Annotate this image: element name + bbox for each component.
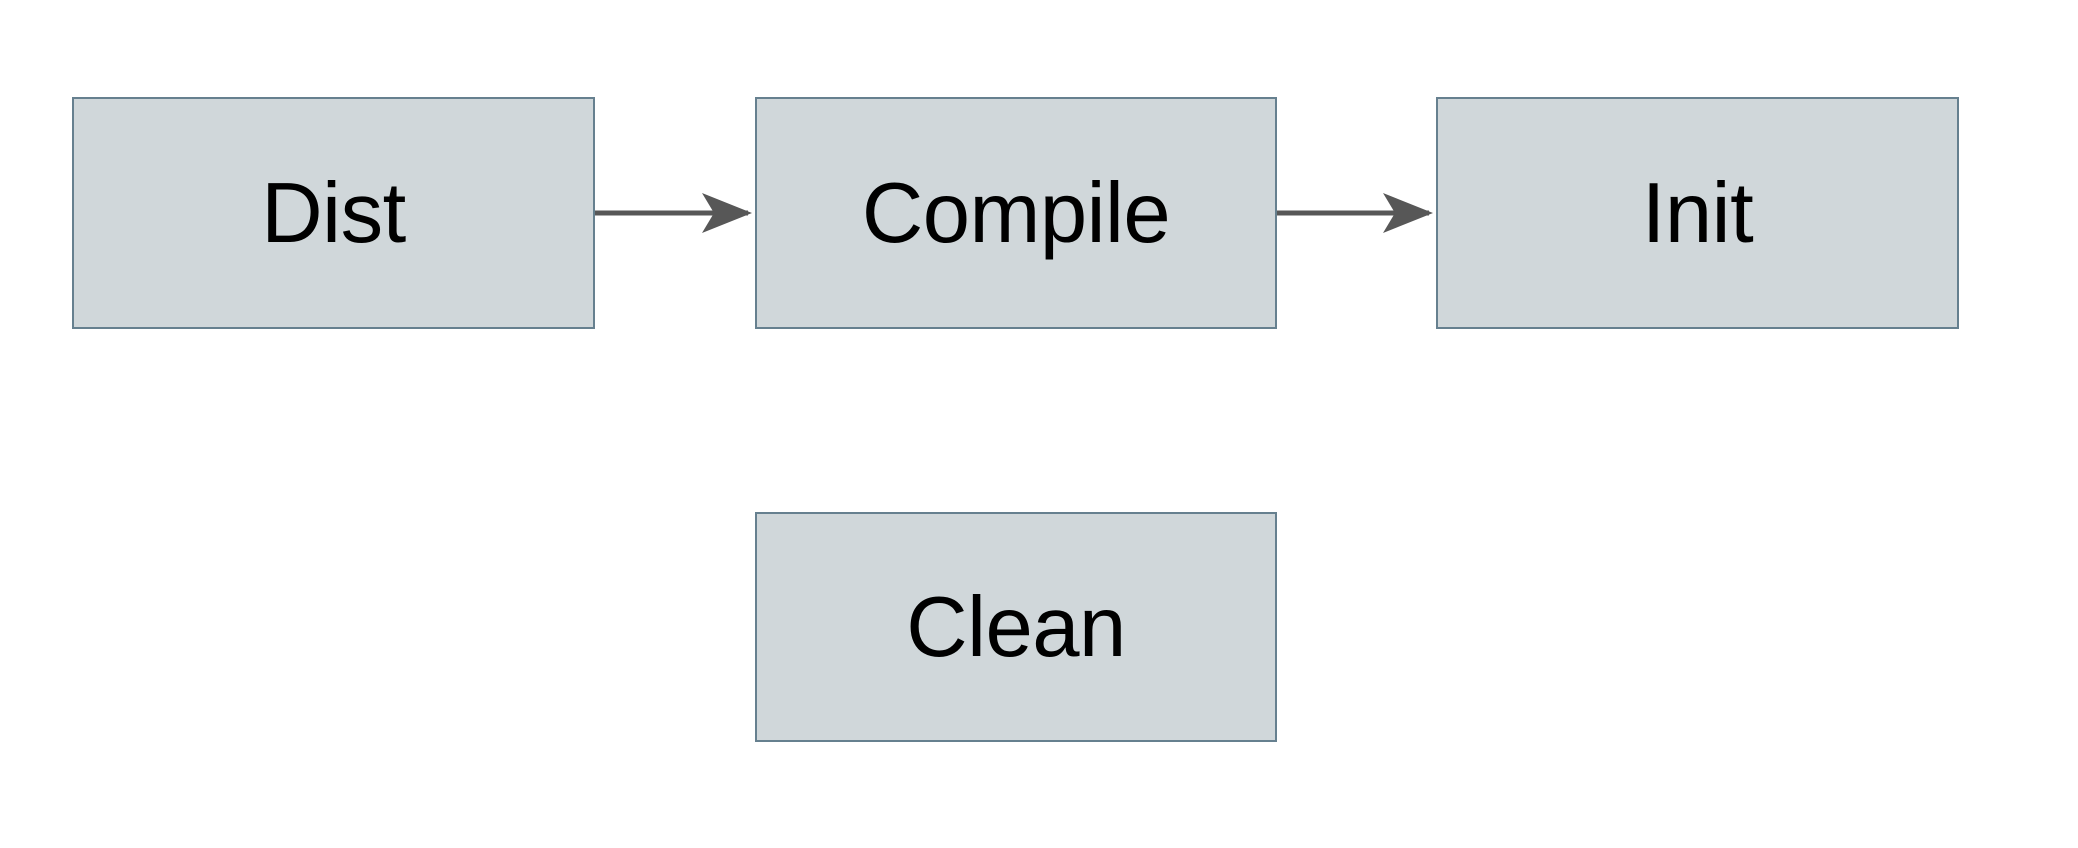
node-compile[interactable]: Compile <box>755 97 1277 329</box>
node-dist-label: Dist <box>261 165 406 261</box>
edge-hit-dist-to-compile[interactable] <box>595 193 755 233</box>
node-init-label: Init <box>1641 165 1754 261</box>
node-clean[interactable]: Clean <box>755 512 1277 742</box>
node-compile-label: Compile <box>861 165 1171 261</box>
node-init[interactable]: Init <box>1436 97 1959 329</box>
node-dist[interactable]: Dist <box>72 97 595 329</box>
edge-hit-compile-to-init[interactable] <box>1277 193 1436 233</box>
node-clean-label: Clean <box>906 579 1126 675</box>
